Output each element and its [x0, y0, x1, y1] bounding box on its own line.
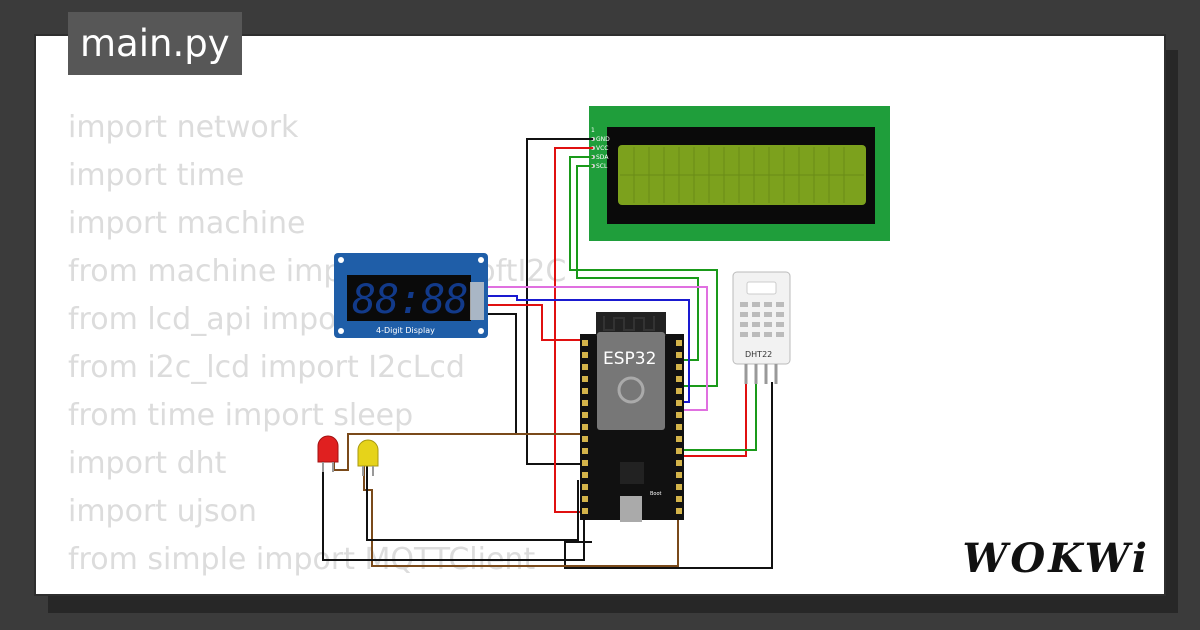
dht22-body — [732, 271, 791, 365]
lcd-pin-label: SDA — [596, 154, 609, 161]
wire-vcc — [554, 147, 593, 513]
code-line: import network — [68, 110, 299, 145]
esp32-board: ESP32 Boot — [580, 312, 684, 522]
segment-display: 88:88 4-Digit Display — [334, 253, 488, 338]
segment-label: 4-Digit Display — [376, 326, 435, 335]
dht22-label: DHT22 — [745, 350, 772, 359]
code-line: import ujson — [68, 494, 257, 529]
code-line: import machine — [68, 206, 306, 241]
wire-seg-vcc — [482, 304, 592, 341]
wire-led2-gnd — [366, 466, 579, 541]
wire-sda — [569, 156, 718, 387]
esp32-module — [597, 332, 665, 430]
lcd-module: 1 GND VCC SDA SCL — [589, 106, 890, 241]
dht22-sensor: DHT22 — [732, 271, 791, 384]
file-tab: main.py — [68, 12, 242, 75]
esp32-label: ESP32 — [603, 349, 656, 369]
dht22-vents — [740, 302, 784, 337]
wire-dht-vcc — [680, 382, 747, 457]
boot-label: Boot — [650, 491, 662, 497]
code-line: import time — [68, 158, 245, 193]
code-line: from i2c_lcd import I2cLcd — [68, 350, 465, 385]
dht22-legs — [744, 364, 778, 384]
wire-led1-gnd — [322, 462, 585, 561]
lcd-char-grid — [620, 147, 864, 203]
led-yellow — [357, 439, 379, 476]
wire-clk — [482, 286, 708, 411]
wire-dio — [482, 295, 690, 403]
lcd-pin-label: GND — [596, 136, 610, 143]
code-line: from time import sleep — [68, 398, 414, 433]
segment-digits: 88:88 — [352, 277, 467, 323]
wire-seg-gnd — [482, 313, 592, 435]
lcd-pin-label: 1 — [591, 127, 595, 134]
lcd-pin-label: SCL — [596, 163, 608, 170]
code-line: import dht — [68, 446, 227, 481]
wire-gnd — [526, 138, 593, 465]
wokwi-logo: WOKWi — [962, 535, 1150, 582]
wire-led2 — [363, 466, 679, 567]
usb-port — [620, 496, 642, 522]
esp32-pins — [582, 340, 682, 514]
wire-dht-data — [680, 382, 757, 451]
wire-scl — [576, 165, 699, 361]
segment-window — [347, 275, 471, 321]
lcd-pin-label: VCC — [596, 145, 608, 152]
wire-dht-gnd — [564, 382, 773, 569]
wires — [322, 138, 773, 569]
led-red — [317, 435, 339, 472]
espressif-logo-icon — [617, 376, 645, 404]
